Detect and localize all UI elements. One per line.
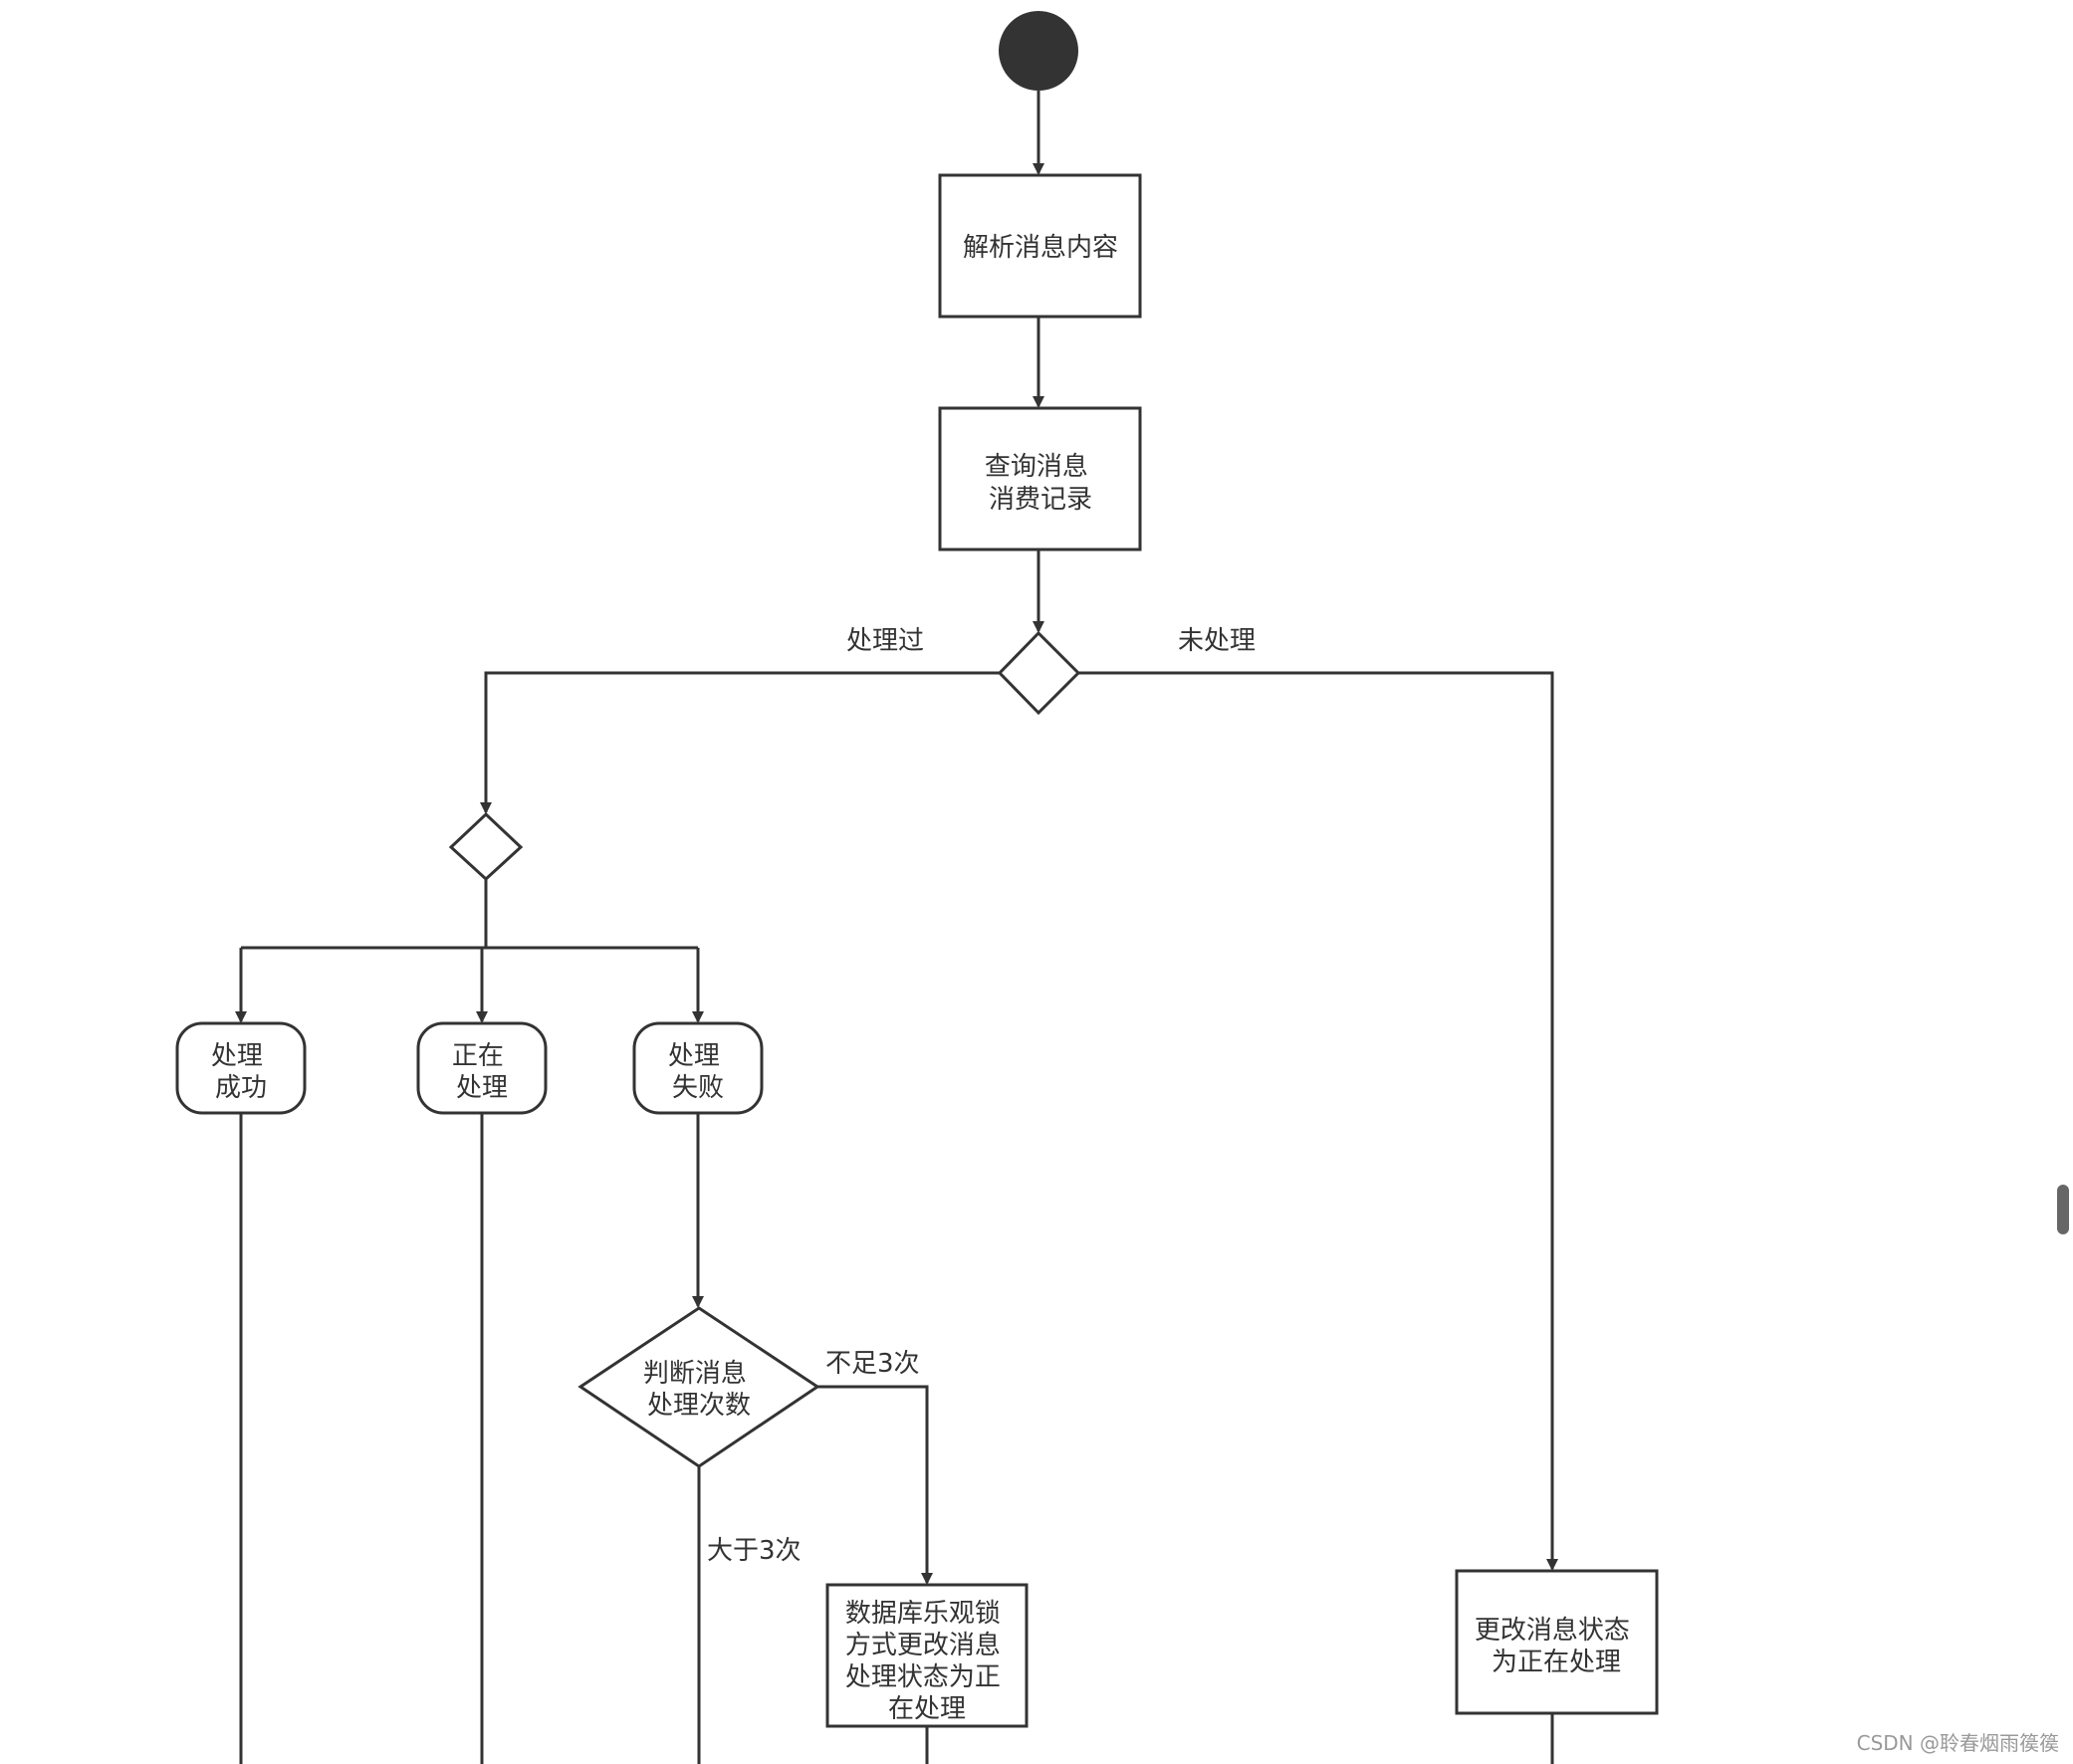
svg-text:解析消息内容: 解析消息内容 <box>963 233 1118 263</box>
update-status-label-line2: 为正在处理 <box>1492 1648 1621 1677</box>
label-processed: 处理过 <box>846 626 924 656</box>
judge-decision-label-line2: 处理次数 <box>647 1391 751 1421</box>
svg-text:处理 失败: 处理 失败 <box>668 1041 728 1103</box>
svg-text:判断消息 处理次数: 判断消息 处理次数 <box>643 1359 755 1421</box>
failed-node-label-line1: 处理 <box>668 1041 720 1071</box>
success-node-label-line1: 处理 <box>211 1041 263 1071</box>
svg-text:查询消息 消费记录: 查询消息 消费记录 <box>985 452 1096 515</box>
optimistic-lock-label-line2: 方式更改消息 <box>845 1631 1001 1660</box>
success-node-label-line2: 成功 <box>215 1073 267 1103</box>
failed-node <box>632 1021 764 1115</box>
optimistic-lock-label-line3: 处理状态为正 <box>845 1662 1001 1692</box>
judge-decision <box>577 1306 820 1468</box>
update-status-node <box>1455 1569 1659 1715</box>
label-less-than-3: 不足3次 <box>825 1349 920 1379</box>
update-status-label-line1: 更改消息状态 <box>1475 1616 1630 1646</box>
svg-text:处理 成功: 处理 成功 <box>211 1041 271 1103</box>
processing-node <box>416 1021 548 1115</box>
start-node <box>999 11 1078 91</box>
scrollbar-thumb[interactable] <box>2057 1185 2069 1234</box>
edge-processed-branch <box>480 671 1000 814</box>
optimistic-lock-node <box>825 1583 1029 1728</box>
query-node <box>938 406 1142 551</box>
status-decision <box>448 811 524 882</box>
processed-decision <box>997 630 1081 716</box>
edge-less-than-3 <box>817 1385 933 1585</box>
query-node-label-line2: 消费记录 <box>989 485 1092 515</box>
query-node-label-line1: 查询消息 <box>985 452 1088 482</box>
parse-node <box>938 173 1142 319</box>
svg-text:数据库乐观锁 方式更改消息 处理状态为正: 数据库乐观锁 方式更改消息 处理状态为正 在处理 <box>845 1599 1009 1724</box>
watermark: CSDN @聆春烟雨篌篌 <box>1856 1731 2059 1755</box>
edge-unprocessed-branch <box>1078 671 1558 1571</box>
svg-text:更改消息状态 为正在处理: 更改消息状态 为正在处理 <box>1475 1616 1638 1677</box>
judge-decision-label-line1: 判断消息 <box>643 1359 747 1389</box>
success-node <box>175 1021 307 1115</box>
optimistic-lock-label-line1: 数据库乐观锁 <box>845 1599 1001 1629</box>
svg-text:正在 处理: 正在 处理 <box>452 1041 512 1103</box>
processing-node-label-line2: 处理 <box>456 1073 508 1103</box>
label-more-than-3: 大于3次 <box>707 1536 802 1566</box>
processing-node-label-line1: 正在 <box>452 1041 504 1071</box>
optimistic-lock-label-line4: 在处理 <box>888 1694 966 1724</box>
label-unprocessed: 未处理 <box>1178 626 1256 656</box>
parse-node-label: 解析消息内容 <box>963 233 1118 263</box>
failed-node-label-line2: 失败 <box>672 1073 724 1103</box>
